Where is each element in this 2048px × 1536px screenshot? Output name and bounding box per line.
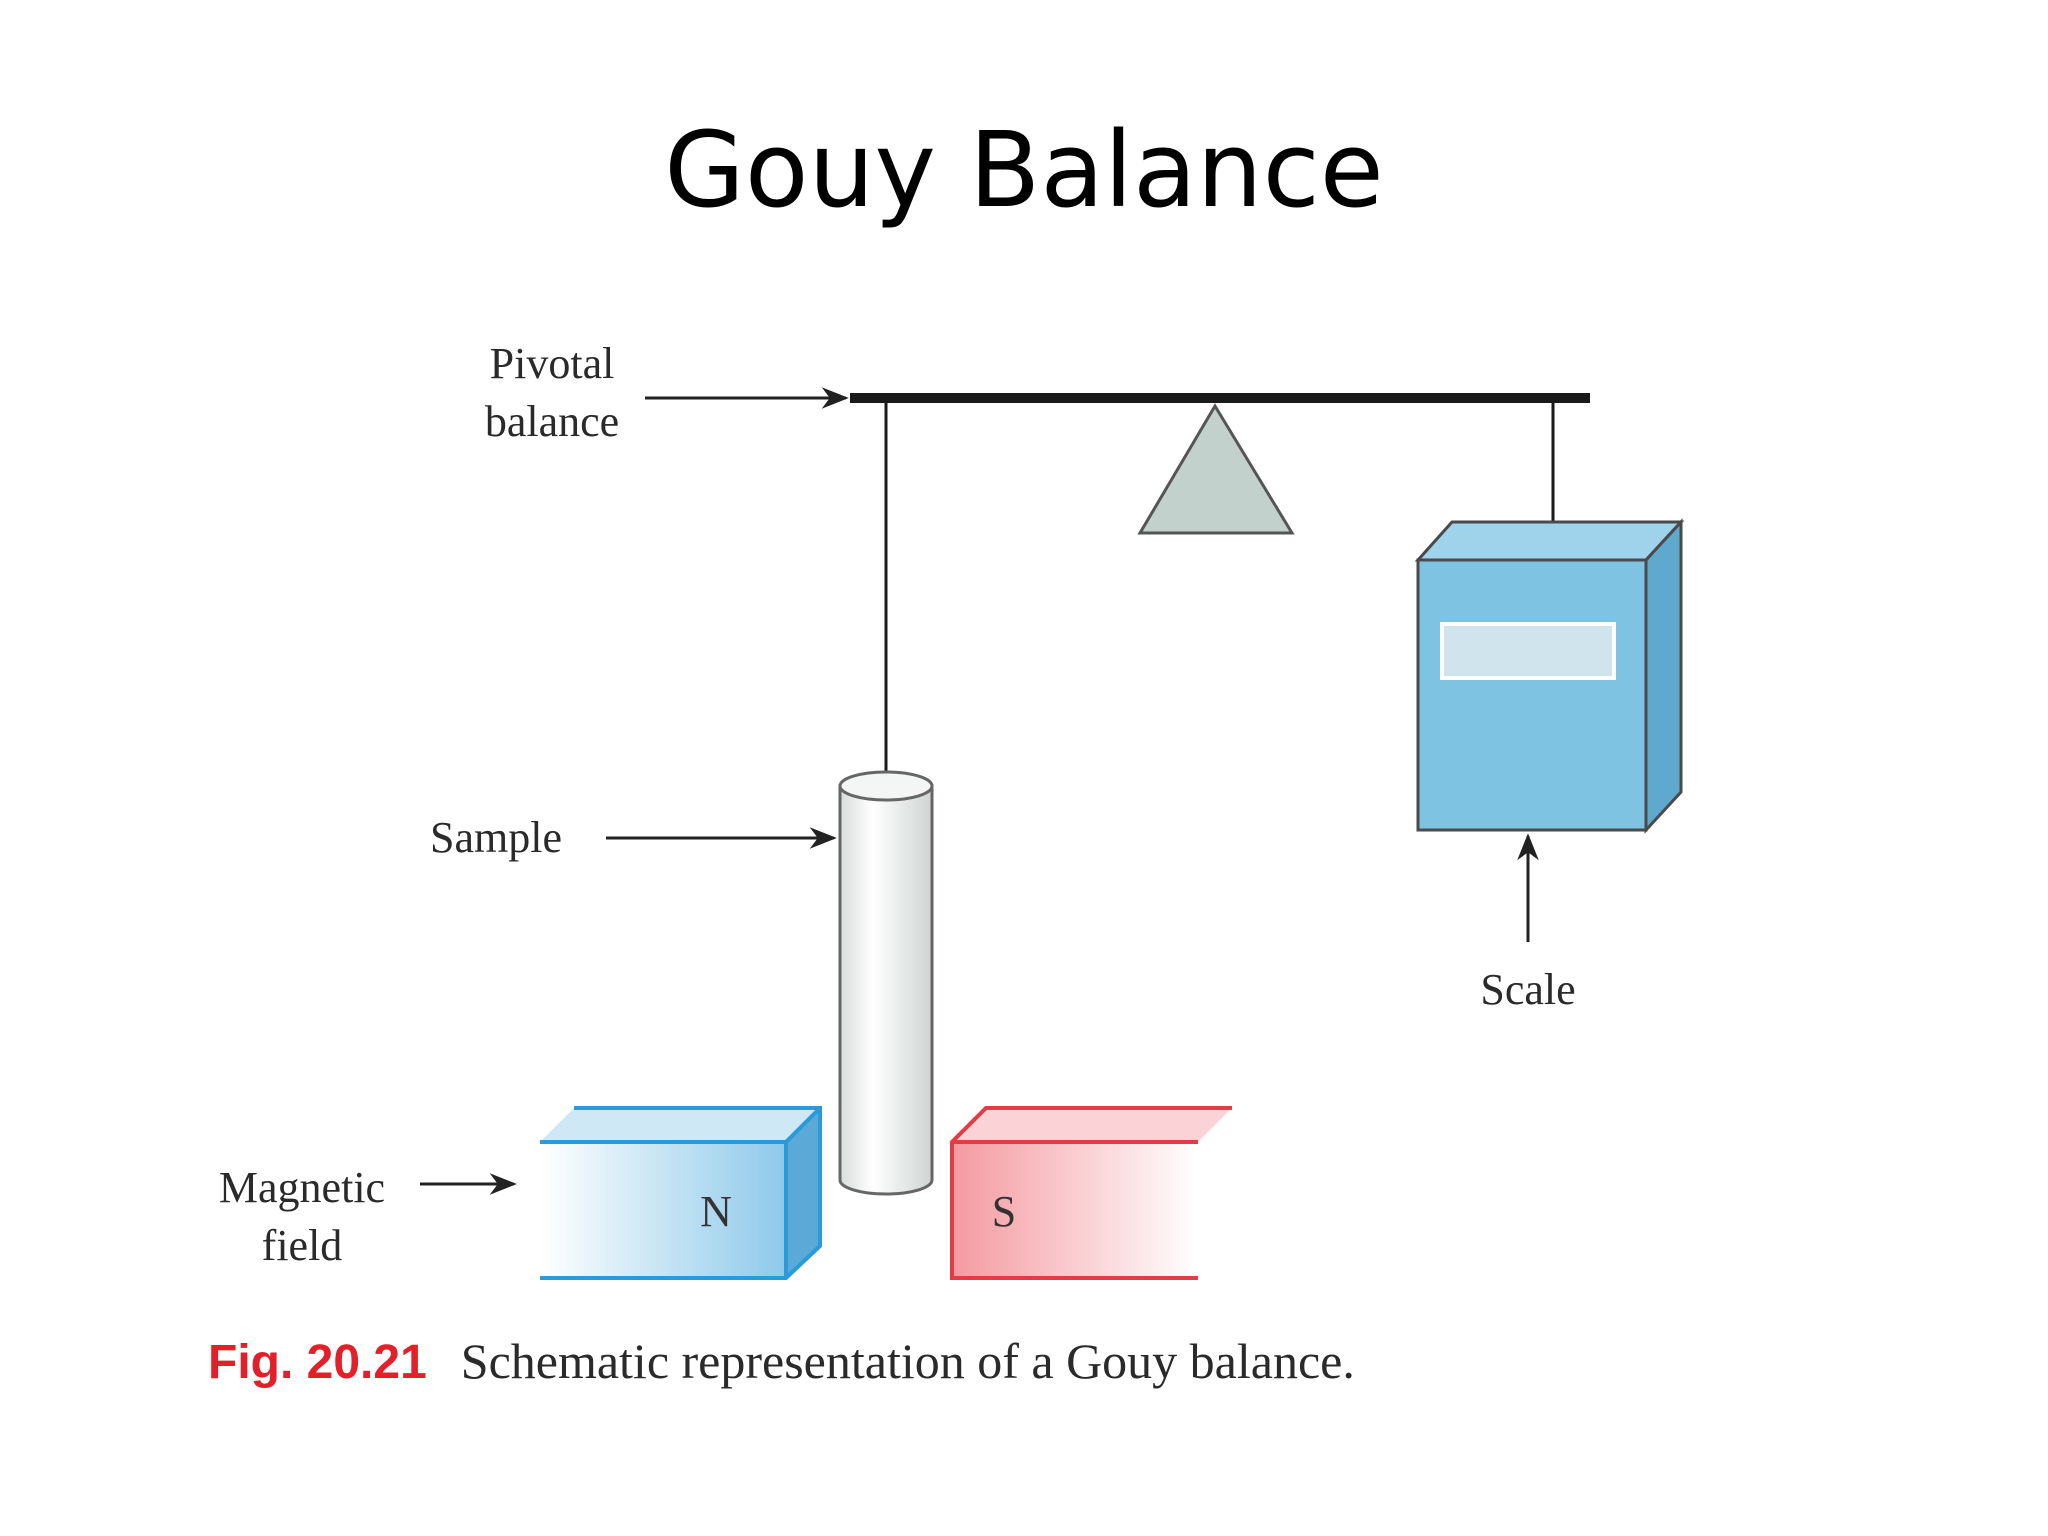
figure-number: Fig. 20.21 — [208, 1336, 427, 1389]
scale-label: Scale — [1480, 965, 1575, 1014]
pivotal-balance-label-line2: balance — [485, 397, 619, 446]
north-magnet: N — [540, 1106, 822, 1280]
caption-text: Schematic representation of a Gouy balan… — [461, 1333, 1355, 1389]
fulcrum-triangle — [1137, 403, 1295, 535]
sample-tube — [838, 770, 934, 1196]
sample-label: Sample — [430, 813, 562, 862]
figure-caption: Fig. 20.21 Schematic representation of a… — [208, 1333, 1355, 1389]
magnetic-field-label-line1: Magnetic — [219, 1163, 385, 1212]
pivotal-balance-label-line1: Pivotal — [490, 339, 615, 388]
north-pole-label: N — [700, 1187, 732, 1236]
scale-display — [1440, 622, 1616, 680]
scale-box — [1414, 518, 1685, 834]
south-magnet: S — [950, 1106, 1232, 1280]
south-pole-label: S — [992, 1187, 1016, 1236]
magnetic-field-label-line2: field — [262, 1221, 343, 1270]
slide-title: Gouy Balance — [664, 109, 1384, 231]
